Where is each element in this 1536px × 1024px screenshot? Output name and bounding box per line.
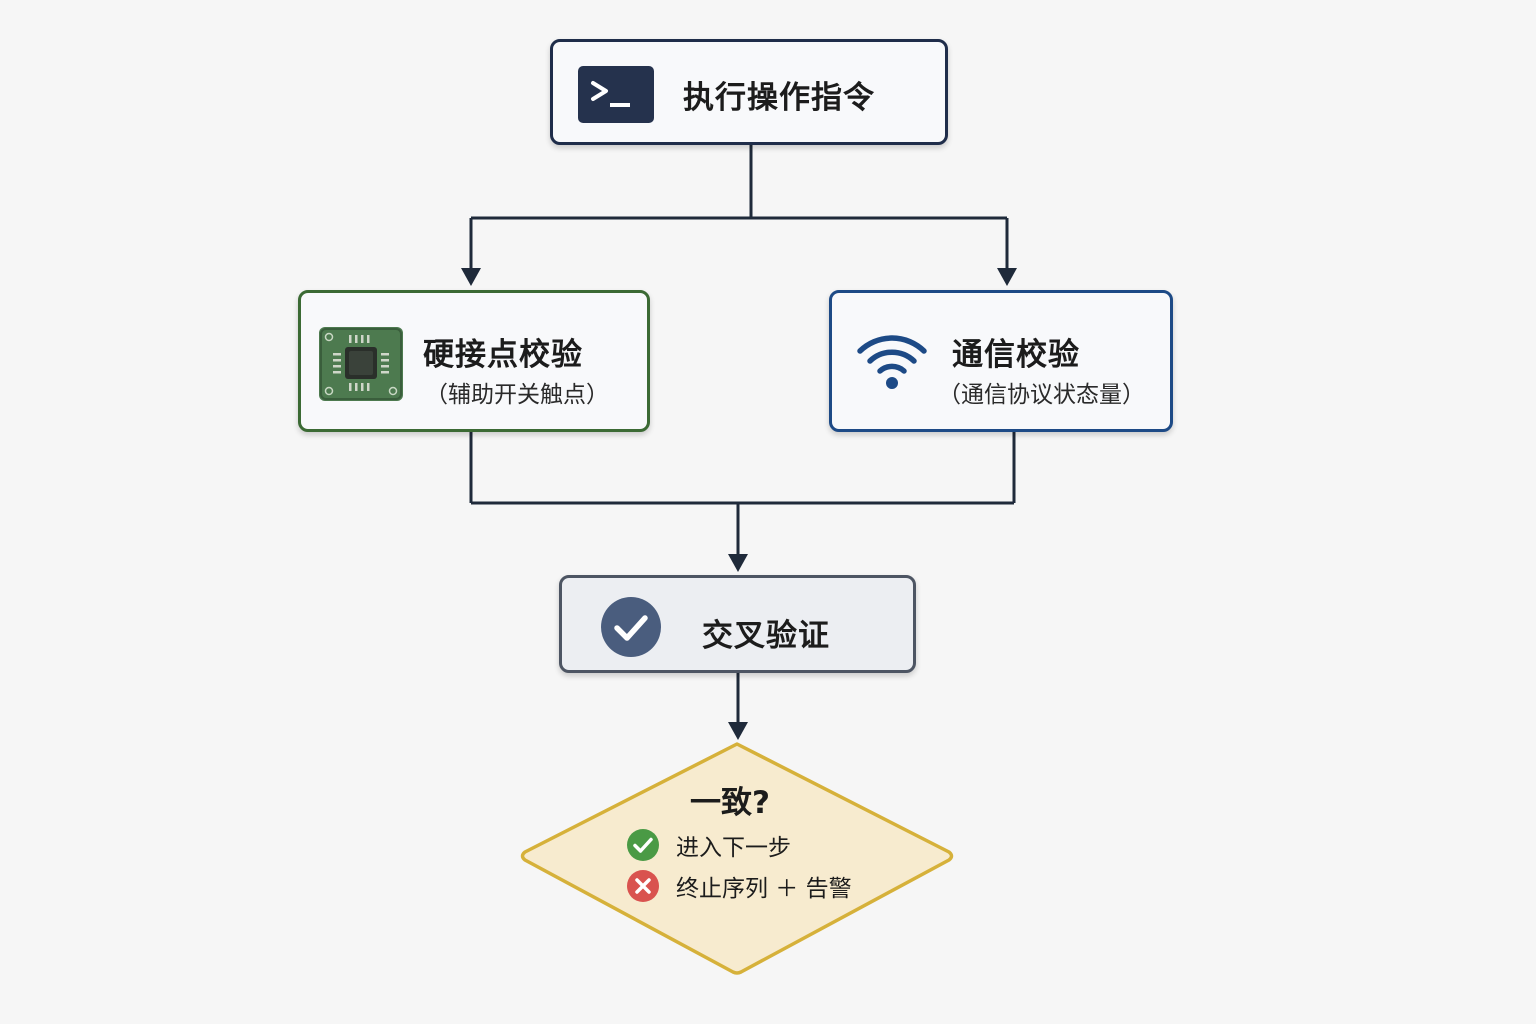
hard-contact-node[interactable]: 硬接点校验 （辅助开关触点） [298, 290, 650, 432]
decision-option-abort-label: 终止序列 ＋ 告警 [676, 876, 852, 902]
decision-diamond-shape [520, 742, 954, 975]
hard-contact-title: 硬接点校验 [423, 337, 583, 373]
communication-title: 通信校验 [952, 337, 1080, 373]
communication-node[interactable]: 通信校验 （通信协议状态量） [829, 290, 1173, 432]
decision-option-proceed: 进入下一步 [626, 828, 791, 862]
command-node[interactable]: 执行操作指令 [550, 39, 948, 145]
wifi-icon [857, 335, 927, 389]
decision-option-abort: 终止序列 ＋ 告警 [626, 869, 852, 903]
hard-contact-subtitle: （辅助开关触点） [425, 382, 609, 408]
check-circle-icon [601, 597, 661, 657]
arrowhead-hard-contact [461, 268, 481, 286]
arrowhead-decision [728, 722, 748, 740]
arrowhead-cross-check [728, 554, 748, 572]
cross-check-title: 交叉验证 [702, 618, 830, 654]
decision-option-proceed-label: 进入下一步 [676, 835, 791, 861]
decision-node[interactable]: 一致? 进入下一步 终止序列 ＋ 告警 [520, 740, 954, 976]
decision-title: 一致? [690, 785, 770, 821]
communication-subtitle: （通信协议状态量） [938, 382, 1145, 408]
arrowhead-communication [997, 268, 1017, 286]
check-icon [627, 829, 659, 861]
cross-check-node[interactable]: 交叉验证 [559, 575, 916, 673]
chip-icon [319, 327, 403, 401]
terminal-icon [578, 66, 654, 123]
cross-icon [627, 870, 659, 902]
command-title: 执行操作指令 [683, 80, 875, 116]
